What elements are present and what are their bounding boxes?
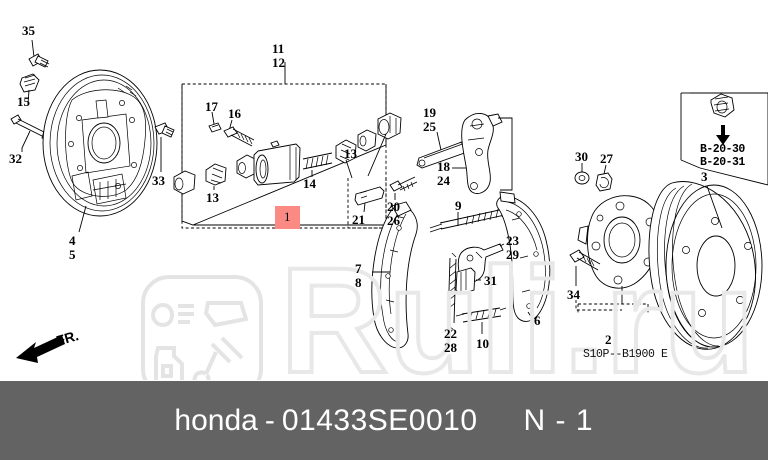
part-2-hub	[577, 195, 661, 314]
part-wheel-cylinder-body	[253, 140, 301, 186]
callout-number: 14	[303, 176, 316, 191]
part-number-label: 01433SE0010	[281, 403, 478, 437]
part-27-clip	[595, 164, 613, 192]
part-13-cup-right	[335, 139, 357, 179]
part-4-5-backing-plate	[42, 69, 158, 233]
part-cup-2	[236, 154, 258, 179]
page-label: N - 1	[523, 403, 594, 437]
part-10-spring	[455, 307, 507, 334]
part-15-plug	[19, 73, 40, 105]
part-3-brake-drum	[648, 181, 763, 350]
callout-number: 18 24	[437, 159, 450, 188]
callout-number: 19 25	[423, 105, 436, 134]
part-6-brake-shoe-right	[496, 191, 551, 322]
callout-number: 9	[455, 198, 462, 213]
footer-bar: honda - 01433SE0010 N - 1	[0, 381, 768, 460]
callout-number: 10	[476, 336, 489, 351]
callout-number: 32	[9, 151, 22, 166]
front-direction-marker: FR.	[14, 327, 96, 368]
part-boot-right	[367, 112, 402, 177]
part-18-24-lever	[452, 113, 513, 194]
callout-number: 16	[228, 106, 241, 121]
footer-separator: -	[264, 403, 275, 437]
callout-number: 22 28	[444, 326, 457, 355]
callout-number: 35	[22, 23, 35, 38]
callout-number: 4 5	[69, 233, 76, 262]
part-22-28-spring	[447, 252, 457, 330]
part-30-washer	[574, 163, 590, 185]
fr-arrow-icon	[16, 335, 65, 363]
part-17-washer	[208, 111, 222, 133]
callout-number: 34	[567, 287, 580, 302]
part-31-guide-block	[455, 267, 481, 295]
brand-label: honda	[174, 403, 258, 437]
diagram-code: S10P--B1900 E	[583, 348, 668, 361]
callout-number: 13	[344, 146, 357, 161]
part-14-spring	[302, 152, 333, 177]
callout-number: 7 8	[355, 261, 362, 290]
part-35-bleeder-bolt	[28, 39, 50, 68]
reference-code-line-1: B-20-30	[700, 143, 745, 156]
callout-number: 3	[701, 169, 708, 184]
callout-number: 11 12	[272, 41, 285, 70]
reference-callout-box	[680, 92, 768, 186]
diagram-linework: .ln { fill:none; stroke:#000; stroke-wid…	[10, 39, 768, 350]
footer-content: honda - 01433SE0010 N - 1	[174, 404, 593, 438]
callout-number: 33	[152, 173, 165, 188]
part-21-adjuster	[354, 186, 385, 213]
part-34-bolt	[569, 249, 622, 311]
reference-code-line-2: B-20-31	[700, 155, 745, 169]
callout-number: 20 26	[387, 199, 400, 228]
callout-number: 23 29	[506, 233, 519, 262]
callout-number: 2	[605, 332, 612, 347]
part-cup-right-2	[357, 129, 377, 152]
part-7-8-brake-shoe-left	[371, 201, 418, 349]
part-boot-left	[173, 170, 196, 195]
callout-number: 13	[206, 190, 219, 205]
part-33-bolt	[154, 122, 175, 172]
callout-number: 15	[17, 94, 30, 109]
callout-number: 27	[600, 151, 613, 166]
callout-number: 21	[352, 212, 365, 227]
part-16-screw	[223, 119, 255, 147]
callout-number: 31	[484, 273, 497, 288]
part-20-26-bolt	[389, 176, 418, 200]
callout-number: 30	[575, 149, 588, 164]
exploded-parts-diagram: .ln { fill:none; stroke:#000; stroke-wid…	[9, 23, 768, 380]
callout-number: 6	[534, 313, 541, 328]
part-13-cup-left	[205, 163, 227, 190]
callout-number-highlighted: 1	[275, 206, 300, 229]
callout-number: 17	[205, 99, 218, 114]
